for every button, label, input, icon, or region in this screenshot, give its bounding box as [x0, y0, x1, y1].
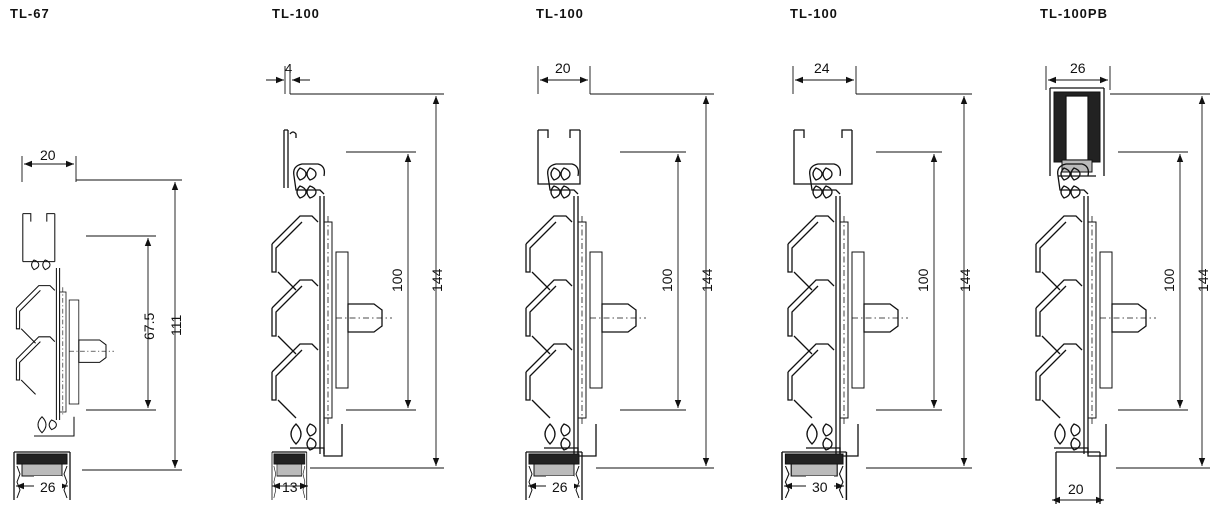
- width-bottom-label: 13: [282, 479, 298, 495]
- profile-section: [15, 213, 115, 437]
- inner-height-label: 100: [915, 268, 931, 292]
- model-title: TL-67: [10, 6, 50, 21]
- model-title: TL-100: [790, 6, 838, 21]
- model-title: TL-100: [536, 6, 584, 21]
- model-tl-100-c: TL-100 24 144 100 30: [781, 6, 973, 501]
- model-tl-100-a: TL-100 4 144 100 13: [266, 6, 445, 501]
- total-height-label: 144: [957, 268, 973, 292]
- inner-height-label: 100: [389, 268, 405, 292]
- width-bottom-label: 30: [812, 479, 828, 495]
- width-bottom-label: 26: [552, 479, 568, 495]
- label-background: [34, 476, 62, 496]
- profile-section: [787, 129, 909, 457]
- width-top-label: 26: [1070, 60, 1086, 76]
- width-bottom-label: 26: [40, 479, 56, 495]
- width-top-label: 20: [555, 60, 571, 76]
- total-height-label: 144: [699, 268, 715, 292]
- top-rail: [1049, 87, 1105, 177]
- total-height-label: 111: [168, 315, 184, 336]
- model-tl-100-b: TL-100 20 144 100 26: [525, 6, 715, 501]
- inner-height-label: 100: [659, 268, 675, 292]
- label-background: [546, 476, 574, 496]
- model-title: TL-100PB: [1040, 6, 1108, 21]
- bottom-leg: [1055, 451, 1101, 504]
- total-height-label: 144: [1195, 268, 1211, 292]
- label-background: [806, 476, 834, 496]
- inner-height-label: 67.5: [141, 313, 157, 340]
- profile-section: [525, 129, 647, 457]
- model-tl-100pb: TL-100PB 26 144 100 20: [1035, 6, 1211, 504]
- width-top-label: 24: [814, 60, 830, 76]
- model-title: TL-100: [272, 6, 320, 21]
- model-tl-67: TL-67 20 111 67.5: [10, 6, 184, 501]
- inner-height-label: 100: [1161, 268, 1177, 292]
- profile-section: [271, 129, 393, 457]
- width-top-label: 20: [40, 147, 56, 163]
- total-height-label: 144: [429, 268, 445, 292]
- width-bottom-label: 20: [1068, 481, 1084, 497]
- offset-top-label: 4: [285, 61, 292, 76]
- profile-section: [1035, 163, 1157, 457]
